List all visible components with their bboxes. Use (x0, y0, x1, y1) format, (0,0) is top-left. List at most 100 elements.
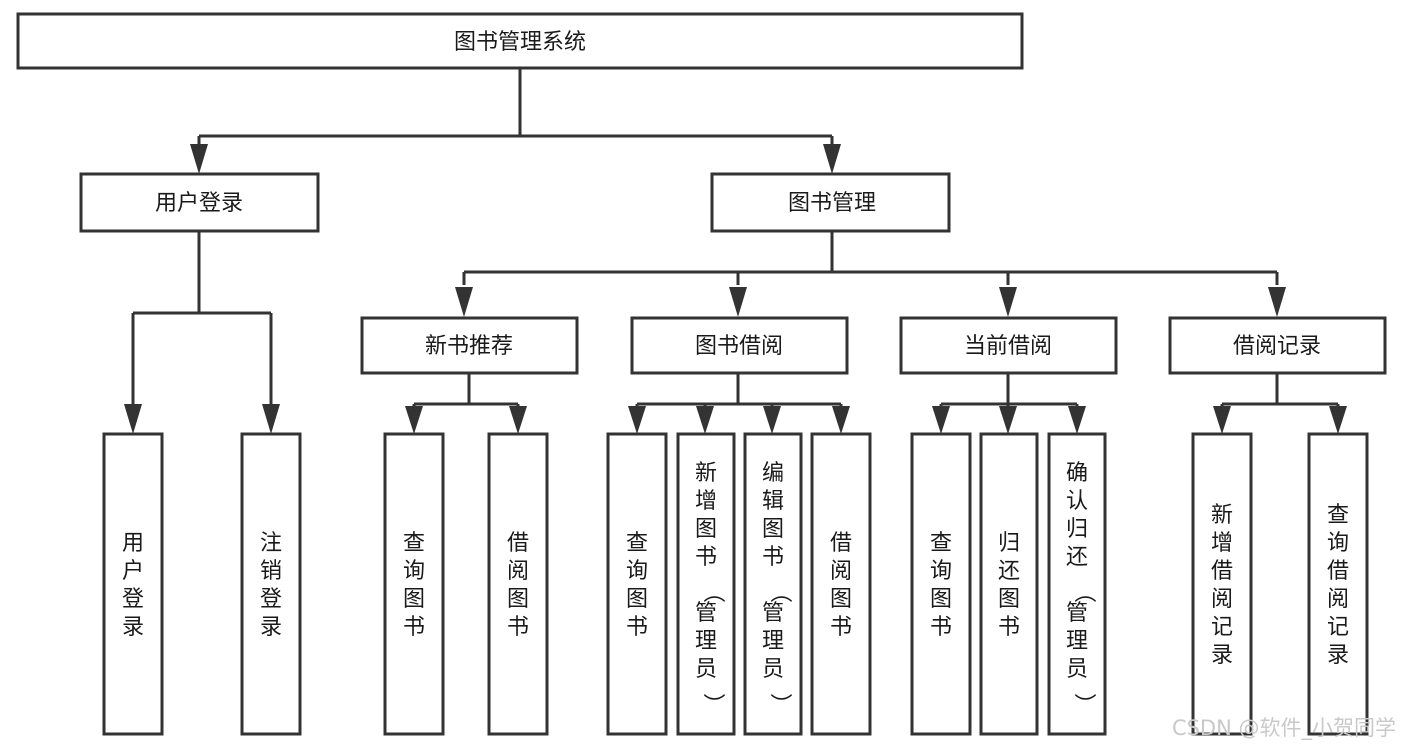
vertical-char: 询 (403, 559, 425, 584)
node-root-box[interactable] (16, 12, 1024, 70)
arrow-to-book-borrow (729, 287, 747, 317)
arrow-to-leaf-add-record (1213, 406, 1231, 434)
node-leaf-user-logout-box[interactable] (240, 432, 302, 736)
vertical-char: 借 (507, 531, 529, 556)
vertical-char: 阅 (1211, 587, 1233, 612)
node-current-borrow-label: 当前借阅 (964, 334, 1052, 359)
node-leaf-edit-book-box[interactable] (743, 432, 803, 736)
node-leaf-add-book-box[interactable] (676, 432, 736, 736)
node-book-manage[interactable]: 图书管理 (710, 172, 951, 233)
vertical-char: 录 (1211, 643, 1233, 668)
vertical-char: 图 (507, 587, 529, 612)
node-leaf-query-book-3-box[interactable] (910, 432, 972, 736)
vertical-char: 归 (1066, 517, 1088, 542)
node-leaf-query-book-2-box[interactable] (606, 432, 668, 736)
vertical-char: 查 (930, 531, 952, 556)
vertical-char: 录 (1327, 643, 1349, 668)
node-leaf-query-record-box[interactable] (1307, 432, 1369, 736)
vertical-char: 员 (1066, 657, 1088, 682)
vertical-char: 认 (1066, 489, 1088, 514)
vertical-char: ） (767, 693, 792, 715)
node-book-manage-label: 图书管理 (788, 191, 876, 216)
node-root[interactable]: 图书管理系统 (16, 12, 1024, 70)
vertical-char: 管 (762, 601, 784, 626)
vertical-char: （ (1071, 581, 1096, 603)
csdn-watermark: CSDN @软件_小贺同学 (1172, 716, 1396, 741)
node-book-borrow[interactable]: 图书借阅 (630, 316, 849, 375)
vertical-char: （ (700, 581, 725, 603)
node-new-book-recommend-box[interactable] (360, 316, 579, 375)
node-borrow-record-box[interactable] (1168, 316, 1387, 375)
node-user-login[interactable]: 用户登录 (79, 172, 320, 233)
node-leaf-user-login-box[interactable] (102, 432, 164, 736)
vertical-char: ） (1071, 693, 1096, 715)
node-leaf-borrow-book-1-box[interactable] (487, 432, 549, 736)
arrow-to-leaf-borrow-book-1 (509, 406, 527, 434)
node-new-book-recommend[interactable]: 新书推荐 (360, 316, 579, 375)
arrow-to-current-borrow (999, 287, 1017, 317)
vertical-char: 销 (260, 559, 282, 584)
vertical-char: （ (767, 581, 792, 603)
arrow-to-leaf-query-record (1329, 406, 1347, 434)
node-current-borrow[interactable]: 当前借阅 (899, 316, 1118, 375)
vertical-char: 登 (260, 587, 282, 612)
node-user-login-box[interactable] (79, 172, 320, 233)
arrow-to-leaf-query-book-3 (932, 406, 950, 434)
vertical-char: 书 (507, 615, 529, 640)
node-new-book-recommend-label: 新书推荐 (425, 334, 513, 359)
arrow-to-leaf-edit-book (763, 406, 781, 434)
vertical-char: 员 (762, 657, 784, 682)
arrow-root-to-book-manage (823, 144, 841, 174)
node-root-label: 图书管理系统 (454, 30, 586, 55)
node-leaf-user-login[interactable]: 用户登录 (102, 432, 164, 736)
vertical-char: 书 (930, 615, 952, 640)
vertical-char: 查 (1327, 503, 1349, 528)
vertical-char: 新 (695, 461, 717, 486)
vertical-char: 归 (998, 531, 1020, 556)
node-borrow-record[interactable]: 借阅记录 (1168, 316, 1387, 375)
node-leaf-confirm-return-box[interactable] (1047, 432, 1107, 736)
arrow-to-leaf-add-book (696, 406, 714, 434)
vertical-char: 借 (830, 531, 852, 556)
vertical-char: 查 (403, 531, 425, 556)
node-leaf-query-book-1-box[interactable] (383, 432, 445, 736)
node-user-login-label: 用户登录 (155, 191, 243, 216)
arrow-to-borrow-record (1268, 287, 1286, 317)
arrow-to-leaf-query-book-1 (405, 406, 423, 434)
node-leaf-borrow-book-2-box[interactable] (810, 432, 872, 736)
vertical-char: 还 (998, 559, 1020, 584)
node-leaf-return-book-box[interactable] (979, 432, 1039, 736)
node-book-manage-box[interactable] (710, 172, 951, 233)
connector-layer (124, 68, 1347, 434)
vertical-char: 阅 (507, 559, 529, 584)
arrow-to-leaf-confirm-return (1068, 406, 1086, 434)
vertical-char: 阅 (830, 559, 852, 584)
arrow-to-leaf-user-logout (262, 404, 280, 434)
node-leaf-add-record-box[interactable] (1191, 432, 1253, 736)
vertical-char: 书 (998, 615, 1020, 640)
node-book-borrow-box[interactable] (630, 316, 849, 375)
vertical-char: 书 (695, 545, 717, 570)
vertical-char: 书 (403, 615, 425, 640)
node-current-borrow-box[interactable] (899, 316, 1118, 375)
node-leaf-user-login-label-group: 用户登录 (122, 531, 144, 640)
